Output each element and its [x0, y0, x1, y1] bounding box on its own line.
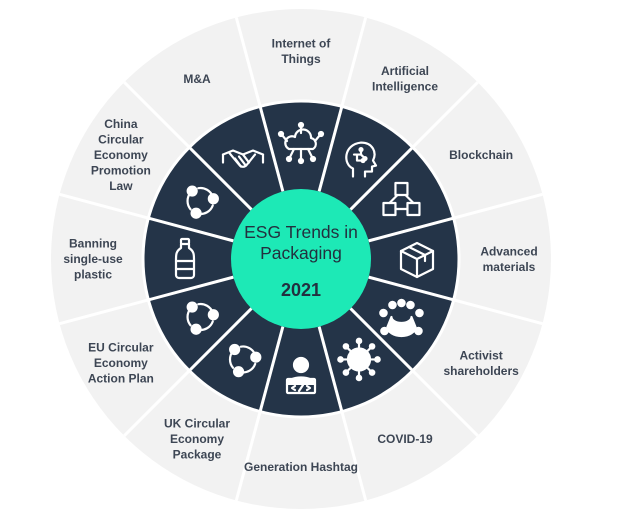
segment-divider [317, 326, 368, 501]
segment-label: M&A [183, 72, 211, 86]
segment-label: Advanced materials [480, 244, 537, 274]
segment-label-line: Economy [94, 148, 148, 162]
segment-divider [368, 192, 543, 243]
segment-label-line: Banning [69, 237, 117, 251]
box-icon [399, 241, 435, 279]
blockchain-cubes-icon [382, 181, 421, 217]
segment-label-line: COVID-19 [377, 432, 433, 446]
segment-label-line: shareholders [443, 364, 519, 378]
segment-divider [349, 307, 479, 437]
segment-label-line: Intelligence [372, 80, 438, 94]
segment-label-line: Activist [459, 348, 502, 362]
ai-head-icon [345, 141, 378, 178]
segment-divider [234, 17, 285, 192]
segment-label-line: UK Circular [164, 417, 230, 431]
segment-label-line: Things [281, 52, 321, 66]
segment-divider [123, 81, 253, 211]
center-year: 2021 [281, 280, 321, 300]
segment-divider [349, 81, 479, 211]
segment-label: Activist shareholders [443, 348, 519, 378]
segment-label-line: M&A [183, 72, 211, 86]
segment-label: Blockchain [449, 148, 513, 162]
segment-label-line: Artificial [381, 64, 429, 78]
iot-cloud-icon [277, 121, 325, 165]
segment-divider [59, 275, 234, 326]
segment-dividers [59, 17, 543, 501]
segment-label-line: Internet of [272, 36, 332, 50]
plastic-bottle-icon [174, 237, 196, 280]
segment-label-line: single-use [63, 252, 123, 266]
circular-arrows-icon [186, 301, 219, 335]
segment-divider [368, 275, 543, 326]
segment-label: Generation Hashtag [244, 460, 358, 474]
segment-label-line: Circular [98, 133, 144, 147]
segment-divider [234, 326, 285, 501]
segment-label-line: Action Plan [88, 372, 154, 386]
segment-icons [174, 121, 435, 395]
segment-divider [59, 192, 234, 243]
segment-divider [317, 17, 368, 192]
segment-label-line: EU Circular [88, 341, 154, 355]
segment-label-line: Generation Hashtag [244, 460, 358, 474]
segment-label-line: plastic [74, 268, 112, 282]
segment-label-line: Economy [170, 432, 224, 446]
segment-label-line: China [104, 117, 138, 131]
circular-arrows-icon [186, 185, 219, 219]
segment-label: Internet of Things [272, 36, 332, 66]
segment-label-line: Law [109, 179, 133, 193]
center-title-line1: ESG Trends in [244, 222, 358, 242]
circular-arrows-icon [228, 343, 262, 378]
virus-icon [337, 337, 381, 382]
inner-ring-edge [141, 99, 461, 419]
segment-label-line: materials [483, 260, 536, 274]
segment-label-line: Blockchain [449, 148, 513, 162]
handshake-icon [221, 149, 265, 168]
segment-label-line: Package [173, 448, 222, 462]
segment-label-line: Advanced [480, 244, 537, 258]
segment-label-line: Promotion [91, 164, 151, 178]
segment-divider [123, 307, 253, 437]
segment-label: COVID-19 [377, 432, 433, 446]
person-laptop-icon [285, 356, 317, 395]
center-circle [231, 189, 371, 329]
meeting-table-icon [379, 298, 424, 338]
segment-label-line: Economy [94, 356, 148, 370]
center-title-line2: Packaging [260, 243, 342, 263]
inner-ring-border [141, 99, 461, 419]
